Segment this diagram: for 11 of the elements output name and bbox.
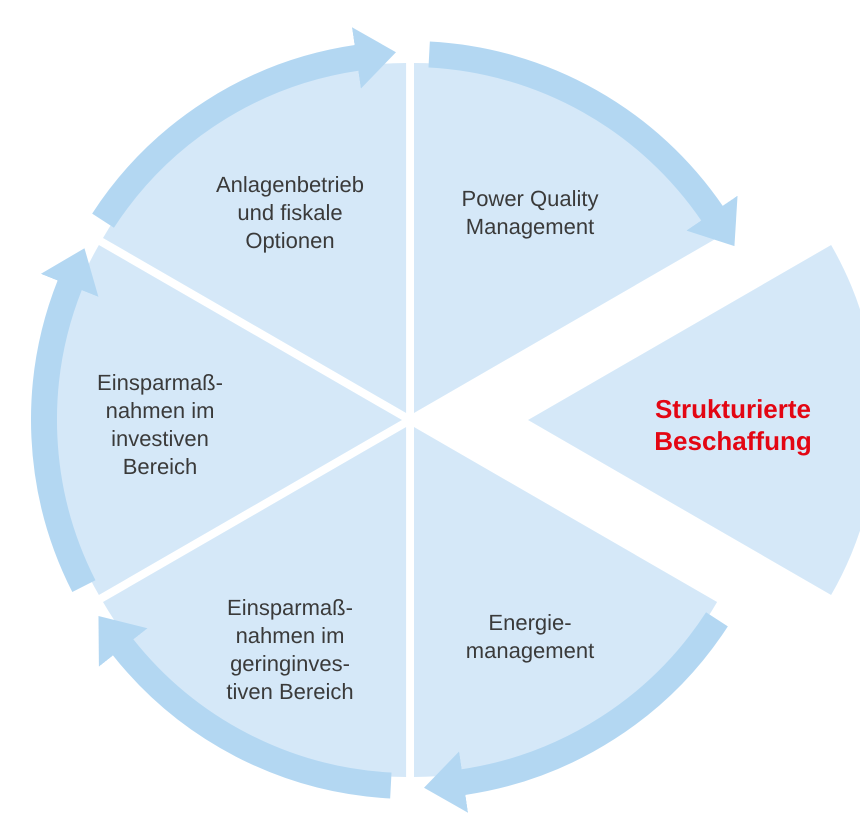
curved-arrow — [31, 247, 100, 592]
curved-arrow — [92, 28, 396, 228]
curved-arrow — [96, 618, 392, 798]
curved-arrow — [424, 612, 728, 812]
segment-label: Power Quality Management — [460, 184, 600, 241]
segment-label: Einsparmaß- nahmen im geringinves- tiven Bereich — [225, 594, 355, 706]
segment-label: Energie- management — [464, 608, 596, 665]
segment-label: Strukturierte Beschaffung — [653, 393, 813, 457]
segment-label: Anlagenbetrieb und fiskale Optionen — [214, 170, 365, 255]
curved-arrow — [428, 42, 736, 245]
segment-label: Einsparmaß- nahmen im investiven Bereich — [96, 369, 224, 481]
